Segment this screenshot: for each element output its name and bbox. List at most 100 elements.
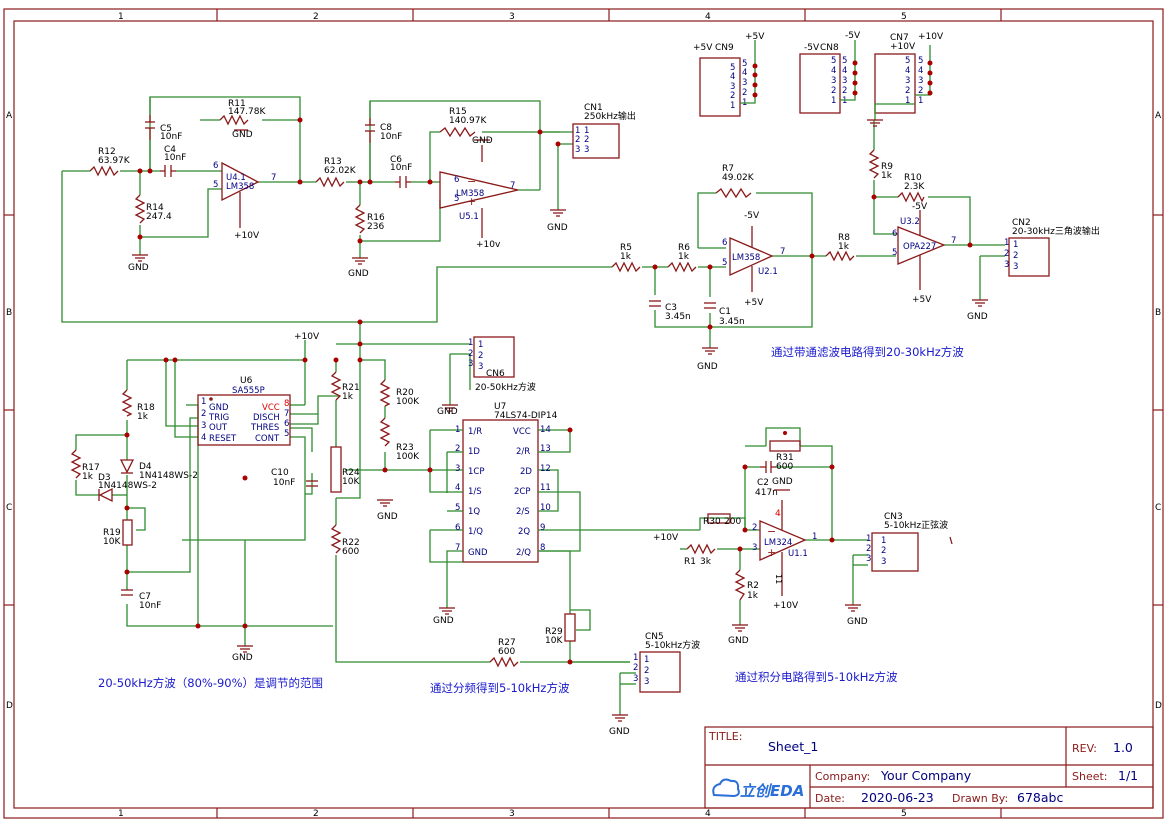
svg-text:4: 4 xyxy=(775,509,781,519)
svg-text:GND: GND xyxy=(348,269,369,279)
svg-text:GND: GND xyxy=(437,407,458,417)
svg-text:7: 7 xyxy=(455,543,460,553)
svg-text:2: 2 xyxy=(478,351,483,361)
cn3-label: 5-10kHz正弦波 xyxy=(884,519,948,531)
svg-text:4: 4 xyxy=(730,72,735,82)
r10-ref: R10 xyxy=(904,173,922,183)
svg-text:2: 2 xyxy=(752,523,757,533)
resistor-r14 xyxy=(134,194,146,224)
svg-text:6: 6 xyxy=(722,238,727,248)
gnd-15: GND xyxy=(845,604,868,627)
u5-supply: +10v xyxy=(476,240,501,250)
svg-text:3: 3 xyxy=(730,82,735,92)
annotation-integrator: 通过积分电路得到5-10kHz方波 xyxy=(735,670,898,684)
svg-text:1: 1 xyxy=(633,653,638,663)
col-label: 2 xyxy=(313,12,319,22)
gnd-7: GND xyxy=(967,299,988,322)
gnd-6: GND xyxy=(697,347,718,372)
r9-value: 1k xyxy=(881,171,893,181)
resistor-r12 xyxy=(89,165,119,177)
resistor-r13 xyxy=(315,176,345,188)
r1-ref: R1 xyxy=(684,557,696,567)
logo-text: 立创EDA xyxy=(740,782,804,800)
row-label: B xyxy=(6,308,12,318)
sheet-label: Sheet: xyxy=(1072,770,1108,783)
cn1-label: 250kHz输出 xyxy=(584,110,636,122)
d4-ref: D4 xyxy=(139,462,152,472)
svg-text:GND: GND xyxy=(847,617,868,627)
c1-ref: C1 xyxy=(719,307,731,317)
svg-text:4: 4 xyxy=(918,66,923,76)
u1-supply: +10V xyxy=(773,601,799,611)
resistor-r6 xyxy=(667,261,697,273)
svg-text:VCC: VCC xyxy=(262,403,280,413)
company-label: Company: xyxy=(815,770,870,783)
svg-text:1: 1 xyxy=(842,96,847,106)
svg-text:4: 4 xyxy=(905,66,910,76)
svg-text:12: 12 xyxy=(540,464,551,474)
svg-text:2/Q: 2/Q xyxy=(516,548,531,558)
svg-text:2: 2 xyxy=(1004,249,1009,259)
d3-ref: D3 xyxy=(98,473,111,483)
r13-ref: R13 xyxy=(324,157,342,167)
row-label: C xyxy=(1155,503,1161,513)
svg-text:1: 1 xyxy=(881,536,886,546)
title-label: TITLE: xyxy=(708,730,742,743)
r12-ref: R12 xyxy=(98,147,116,157)
svg-text:1: 1 xyxy=(1004,238,1009,248)
svg-text:3: 3 xyxy=(1013,262,1018,272)
r19-ref: R19 xyxy=(103,528,121,538)
gnd-13: GND xyxy=(609,714,630,737)
svg-text:7: 7 xyxy=(284,409,289,419)
cn7-ref: CN7 xyxy=(890,33,909,43)
cn6-ref: CN6 xyxy=(486,369,505,379)
r23-ref: R23 xyxy=(396,443,414,453)
u6-type: SA555P xyxy=(232,386,265,396)
resistor-r5 xyxy=(611,261,641,273)
svg-text:1: 1 xyxy=(468,338,473,348)
svg-text:8: 8 xyxy=(284,399,289,409)
svg-text:1: 1 xyxy=(918,96,923,106)
cn6-label: 20-50kHz方波 xyxy=(475,381,536,393)
r15-ref: R15 xyxy=(449,107,467,117)
u6-ref: U6 xyxy=(240,376,253,386)
svg-text:2CP: 2CP xyxy=(514,487,530,497)
potentiometer-r24 xyxy=(330,446,342,493)
svg-text:5: 5 xyxy=(742,59,747,69)
u3-neg-supply: -5V xyxy=(912,202,928,212)
connector-cn5 xyxy=(639,651,681,693)
u1-ref: U1.1 xyxy=(788,549,808,559)
gnd-10: GND xyxy=(377,499,398,522)
svg-text:7: 7 xyxy=(510,181,515,191)
r11-value: 147.78K xyxy=(228,107,266,117)
r17-value: 1k xyxy=(82,472,94,482)
gnd-2: GND xyxy=(232,129,253,140)
svg-text:RESET: RESET xyxy=(209,434,237,444)
svg-text:4: 4 xyxy=(742,68,747,78)
svg-text:2: 2 xyxy=(918,86,923,96)
cn8-label: -5V xyxy=(804,43,820,53)
svg-text:GND: GND xyxy=(433,616,454,626)
svg-text:GND: GND xyxy=(697,362,718,372)
gnd-5: GND xyxy=(547,209,568,233)
svg-text:3: 3 xyxy=(584,145,589,155)
svg-text:5: 5 xyxy=(905,56,910,66)
r22-ref: R22 xyxy=(342,538,360,548)
annotation-duty: 20-50kHz方波（80%-90%）是调节的范围 xyxy=(98,676,323,690)
potentiometer-r19 xyxy=(122,519,133,546)
company-value: Your Company xyxy=(880,768,972,783)
svg-text:3: 3 xyxy=(644,677,649,687)
col-label: 3 xyxy=(509,12,515,22)
gnd-4: GND xyxy=(472,136,493,146)
connector-cn3 xyxy=(871,532,919,572)
svg-text:14: 14 xyxy=(540,425,551,435)
stage-u5: R13 62.02K R15 140.97K C8 10nF C6 10nF R… xyxy=(315,100,573,258)
c10-ref: C10 xyxy=(271,468,289,478)
c5-value: 10nF xyxy=(160,132,182,142)
svg-text:1: 1 xyxy=(866,534,871,544)
svg-text:OUT: OUT xyxy=(209,423,228,433)
svg-text:5: 5 xyxy=(454,194,459,204)
svg-text:2: 2 xyxy=(633,663,638,673)
